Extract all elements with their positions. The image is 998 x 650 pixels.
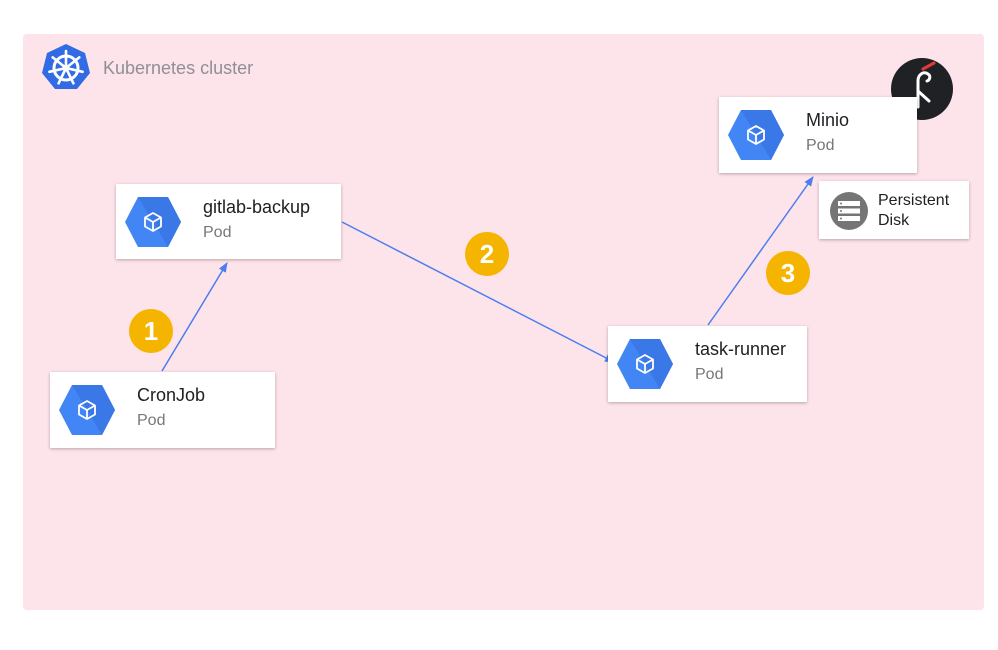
pod-kind: Pod [695,366,724,383]
gitlab-backup-pod-card[interactable]: gitlab-backup Pod [116,184,341,259]
arrow-gitlab-backup-to-task-runner [341,221,615,363]
pod-icon [59,385,115,435]
pod-kind: Pod [203,224,232,241]
persistent-disk-card[interactable]: Persistent Disk [819,181,969,239]
arrow-task-runner-to-minio [707,176,814,326]
step-badge-1: 1 [129,309,173,353]
kubernetes-icon [42,44,90,89]
pod-icon [728,110,784,160]
step-badge-2: 2 [465,232,509,276]
pod-icon [125,197,181,247]
pod-name: CronJob [137,385,206,405]
pod-name: gitlab-backup [203,197,311,217]
pod-name: task-runner [695,339,787,359]
pod-kind: Pod [137,412,166,429]
task-runner-pod-card[interactable]: task-runner Pod [608,326,807,402]
disk-label-line1: Persistent [878,192,950,209]
minio-pod-card[interactable]: Minio Pod [719,97,917,173]
arrow-cronjob-to-gitlab-backup [161,262,228,372]
disk-label-line2: Disk [878,212,910,229]
cronjob-pod-card[interactable]: CronJob Pod [50,372,275,448]
pod-name: Minio [806,110,850,130]
cluster-title: Kubernetes cluster [103,58,254,78]
pod-icon [617,339,673,389]
pod-kind: Pod [806,137,835,154]
persistent-disk-icon [830,192,868,230]
step-badge-3: 3 [766,251,810,295]
persistent-disk-label: Persistent Disk [878,191,968,231]
